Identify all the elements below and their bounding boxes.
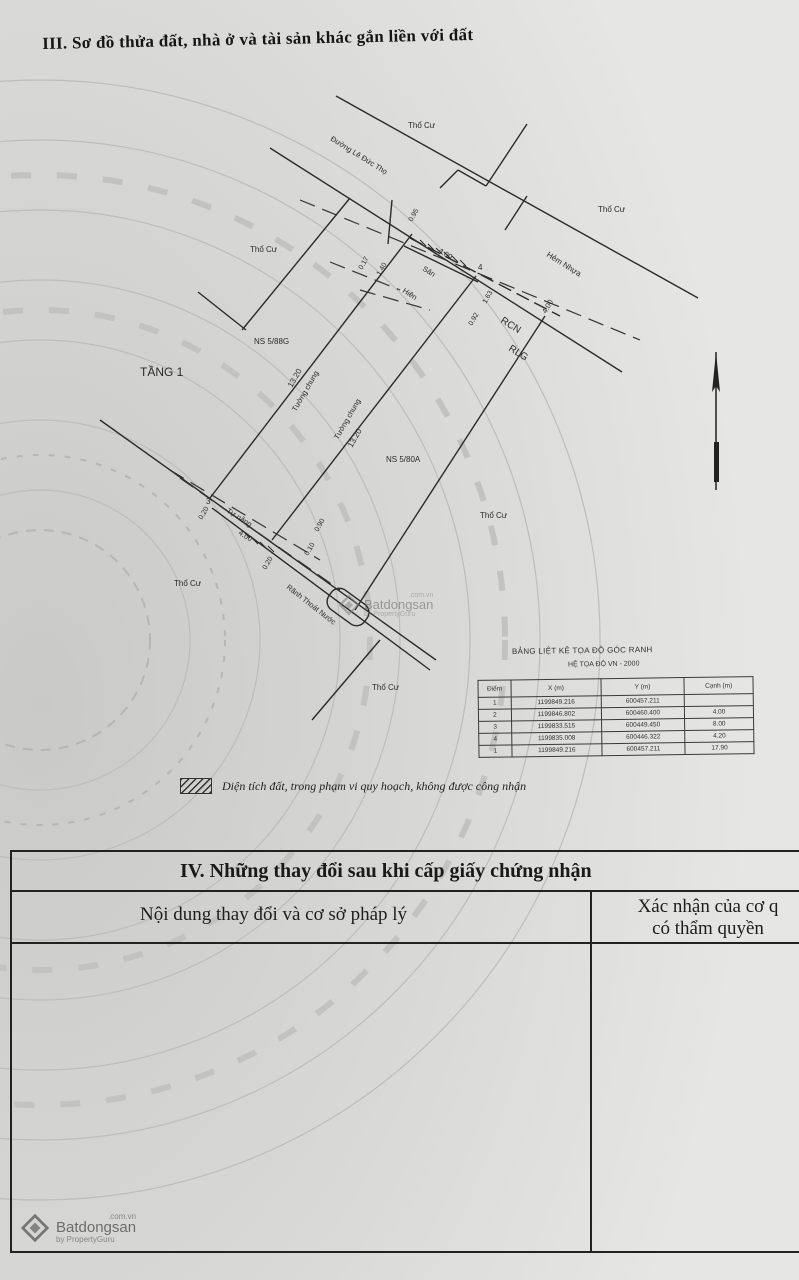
table-cell: 8.00 bbox=[684, 717, 754, 731]
dimension-label: 0.95 bbox=[408, 208, 421, 223]
lot-boundary-line bbox=[354, 315, 546, 611]
street-name-label: Đường Lê Đức Thọ bbox=[329, 134, 389, 176]
watermark-logo-mid: .com.vn Batdongsan by PropertyGuru bbox=[338, 592, 433, 618]
porch-label: Hiên bbox=[401, 286, 419, 302]
table-cell: 600457.211 bbox=[601, 742, 686, 756]
table-header-cell: Điểm bbox=[477, 679, 512, 698]
table-cell: 4.20 bbox=[684, 729, 754, 743]
dimension-label: 4.00 bbox=[237, 528, 254, 543]
column-header-line: có thẩm quyền bbox=[652, 918, 764, 939]
legend-text: Diện tích đất, trong phạm vi quy hoạch, … bbox=[222, 778, 527, 793]
dimension-label: 1.63 bbox=[482, 290, 495, 305]
column-header: Nội dung thay đổi và cơ sở pháp lý bbox=[12, 892, 590, 944]
lot-boundary-line bbox=[241, 197, 351, 331]
tho-cu-label: Thổ Cư bbox=[480, 511, 508, 520]
watermark-brand: Batdongsan bbox=[364, 597, 434, 612]
dimension-label: 1.40 bbox=[376, 262, 389, 277]
tho-cu-label: Thổ Cư bbox=[598, 205, 626, 214]
tho-cu-label: Thổ Cư bbox=[174, 579, 202, 588]
table-cell: 3 bbox=[478, 720, 512, 734]
section-iv-title: IV. Những thay đổi sau khi cấp giấy chứn… bbox=[12, 852, 799, 892]
rcn-label: RCN bbox=[498, 315, 522, 336]
watermark-tld: .com.vn bbox=[408, 592, 434, 599]
dimension-label: 0.90 bbox=[314, 518, 327, 533]
coord-table-subcaption: HỆ TỌA ĐỘ VN - 2000 bbox=[567, 660, 640, 669]
alley-label: Hẻm Nhựa bbox=[545, 250, 583, 279]
parcel-number-label: NS 5/88G bbox=[254, 337, 289, 346]
table-cell bbox=[684, 693, 754, 707]
dimension-label: 13.20 bbox=[346, 427, 364, 449]
watermark-tld: .com.vn bbox=[108, 1212, 137, 1221]
north-arrow-icon bbox=[712, 352, 720, 490]
watermark-logo-bottom: .com.vn Batdongsan by PropertyGuru bbox=[20, 1212, 136, 1244]
floor-label: TẦNG 1 bbox=[140, 364, 184, 379]
table-cell: 4.00 bbox=[684, 705, 754, 719]
authority-confirmation-column: Xác nhận của cơ q có thẩm quyền bbox=[592, 892, 799, 1251]
column-header: Xác nhận của cơ q có thẩm quyền bbox=[592, 892, 799, 944]
table-cell: 17.90 bbox=[685, 741, 755, 755]
raised-floor-label: Tự nâng bbox=[225, 506, 254, 529]
dimension-label: 0.10 bbox=[304, 542, 317, 557]
lot-boundary-line bbox=[209, 233, 413, 499]
tho-cu-label: Thổ Cư bbox=[250, 245, 278, 254]
dimension-label: 0.20 bbox=[262, 556, 275, 571]
coordinate-table: Điểm X (m) Y (m) Cạnh (m) 1 1199849.216 … bbox=[477, 676, 755, 758]
watermark-by: by PropertyGuru bbox=[56, 1235, 115, 1244]
table-cell: 4 bbox=[478, 732, 512, 746]
table-cell: 1 bbox=[478, 696, 512, 710]
rlg-label: RLG bbox=[506, 343, 529, 363]
batdongsan-logo-icon bbox=[20, 1213, 50, 1243]
tho-cu-label: Thổ Cư bbox=[372, 683, 400, 692]
corner-label: 3 bbox=[206, 497, 211, 506]
table-header-cell: Cạnh (m) bbox=[684, 676, 754, 695]
hatch-swatch-icon bbox=[180, 778, 212, 794]
table-header-cell: X (m) bbox=[510, 678, 601, 697]
table-cell: 1 bbox=[478, 744, 513, 758]
street-edge-line bbox=[335, 95, 699, 299]
dimension-label: 0.20 bbox=[198, 506, 211, 521]
table-cell: 1199849.216 bbox=[511, 743, 602, 757]
changes-content-column: Nội dung thay đổi và cơ sở pháp lý bbox=[12, 892, 592, 1251]
dimension-label: 0.92 bbox=[468, 312, 481, 327]
tho-cu-label: Thổ Cư bbox=[408, 121, 436, 130]
table-header-cell: Y (m) bbox=[600, 677, 685, 696]
watermark-by: by PropertyGuru bbox=[364, 611, 416, 618]
legend: Diện tích đất, trong phạm vi quy hoạch, … bbox=[180, 778, 526, 794]
yard-label: Sân bbox=[421, 264, 437, 279]
watermark-brand: Batdongsan bbox=[56, 1219, 137, 1236]
column-header-line: Xác nhận của cơ q bbox=[637, 896, 779, 917]
batdongsan-logo-icon bbox=[338, 594, 360, 616]
changes-table: IV. Những thay đổi sau khi cấp giấy chứn… bbox=[10, 850, 799, 1253]
corner-label: 4 bbox=[478, 263, 483, 272]
dimension-label: 0.17 bbox=[358, 256, 371, 271]
drain-label: Rãnh Thoát Nước bbox=[285, 582, 338, 626]
lot-boundary-line bbox=[271, 275, 477, 541]
parcel-number-label: NS 5/80A bbox=[386, 455, 421, 464]
table-cell: 2 bbox=[478, 708, 512, 722]
